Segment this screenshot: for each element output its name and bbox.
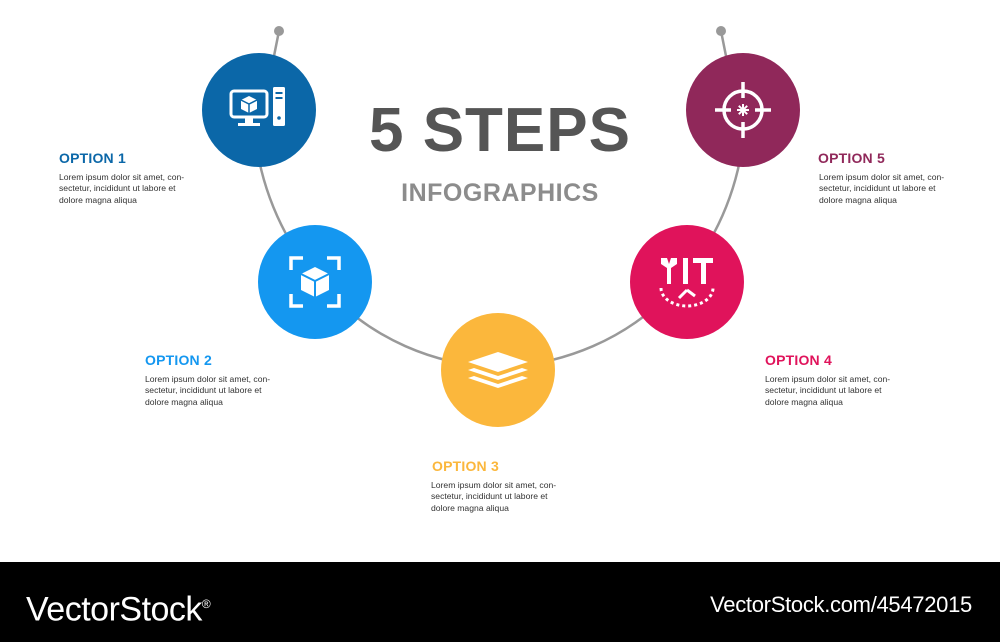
- option-2-circle: [258, 225, 372, 339]
- option-4-title: OPTION 4: [765, 352, 832, 368]
- option-2-title: OPTION 2: [145, 352, 212, 368]
- infographic-canvas: 5 STEPS INFOGRAPHICS OPTION 1 Lorem ipsu…: [59, 26, 945, 513]
- option-5-circle: [686, 53, 800, 167]
- registered-mark: ®: [201, 597, 211, 611]
- option-4-description: Lorem ipsum dolor sit amet, con- sectetu…: [765, 374, 891, 407]
- tools-clock-icon: [659, 258, 715, 308]
- computer-cube-icon: [229, 87, 285, 126]
- pin-dot-right: [716, 26, 726, 36]
- image-id-label: VectorStock.com/45472015: [710, 592, 972, 617]
- crosshair-icon: [715, 82, 771, 138]
- main-subtitle: INFOGRAPHICS: [401, 179, 599, 207]
- layers-icon: [468, 352, 528, 388]
- brand-name: VectorStock: [26, 590, 202, 629]
- connector-arc: [257, 26, 742, 370]
- option-5-description: Lorem ipsum dolor sit amet, con- sectetu…: [819, 172, 945, 205]
- option-1-description: Lorem ipsum dolor sit amet, con- sectetu…: [59, 172, 185, 205]
- option-4-circle: [630, 225, 744, 339]
- option-3-circle: [441, 313, 555, 427]
- option-3-title: OPTION 3: [432, 458, 499, 474]
- option-1-circle: [202, 53, 316, 167]
- pin-dot-left: [274, 26, 284, 36]
- option-2-description: Lorem ipsum dolor sit amet, con- sectetu…: [145, 374, 271, 407]
- vectorstock-logo: VectorStock®: [26, 584, 211, 629]
- footer-bar: VectorStock® VectorStock.com/45472015: [0, 562, 1000, 642]
- cube-focus-icon: [289, 256, 341, 308]
- option-1-title: OPTION 1: [59, 150, 126, 166]
- option-3-description: Lorem ipsum dolor sit amet, con- sectetu…: [431, 480, 557, 513]
- option-5-title: OPTION 5: [818, 150, 885, 166]
- main-title: 5 STEPS: [369, 96, 631, 165]
